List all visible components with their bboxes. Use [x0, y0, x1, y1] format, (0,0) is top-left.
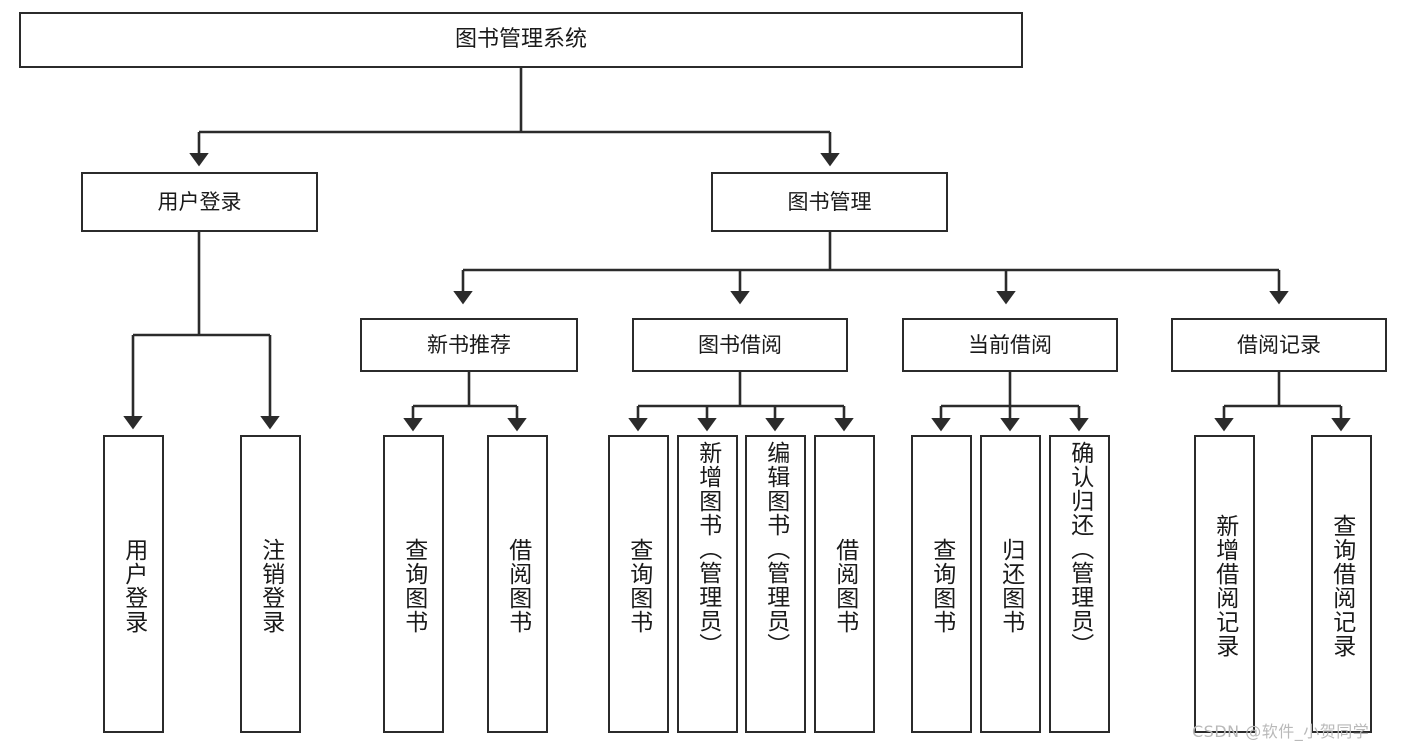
node-label: 新增借阅记录 — [1211, 514, 1238, 658]
node-label: 图书借阅 — [698, 332, 782, 357]
node-label: 借阅图书 — [831, 538, 858, 634]
node-book-borrow[interactable]: 图书借阅 — [632, 318, 848, 372]
leaf-borrow-book-recommend[interactable]: 借阅图书 — [487, 435, 548, 733]
node-label: 用户登录 — [120, 538, 147, 634]
leaf-query-book-current[interactable]: 查询图书 — [911, 435, 972, 733]
leaf-query-book-borrow[interactable]: 查询图书 — [608, 435, 669, 733]
leaf-query-book-recommend[interactable]: 查询图书 — [383, 435, 444, 733]
node-label: 编辑图书（管理员） — [762, 441, 789, 657]
node-root-system[interactable]: 图书管理系统 — [19, 12, 1023, 68]
leaf-confirm-return[interactable]: 确认归还（管理员） — [1049, 435, 1110, 733]
node-label: 新书推荐 — [427, 332, 511, 357]
node-label: 图书管理系统 — [454, 27, 587, 53]
node-label: 查询图书 — [928, 538, 955, 634]
node-label: 查询借阅记录 — [1328, 514, 1355, 658]
leaf-edit-book[interactable]: 编辑图书（管理员） — [745, 435, 806, 733]
node-book-manage[interactable]: 图书管理 — [711, 172, 948, 232]
leaf-query-borrow-record[interactable]: 查询借阅记录 — [1311, 435, 1372, 733]
leaf-user-logout[interactable]: 注销登录 — [240, 435, 301, 733]
node-label: 查询图书 — [625, 538, 652, 634]
node-borrow-record[interactable]: 借阅记录 — [1171, 318, 1387, 372]
node-label: 注销登录 — [257, 538, 284, 634]
node-label: 图书管理 — [787, 189, 872, 214]
node-label: 新增图书（管理员） — [694, 441, 721, 657]
leaf-borrow-book[interactable]: 借阅图书 — [814, 435, 875, 733]
node-label: 借阅记录 — [1237, 332, 1321, 357]
node-label: 确认归还（管理员） — [1066, 441, 1093, 657]
node-label: 用户登录 — [157, 189, 242, 214]
watermark-text: CSDN @软件_小贺同学 — [1192, 722, 1370, 741]
node-label: 查询图书 — [400, 538, 427, 634]
node-current-borrow[interactable]: 当前借阅 — [902, 318, 1118, 372]
leaf-add-book[interactable]: 新增图书（管理员） — [677, 435, 738, 733]
node-label: 归还图书 — [997, 538, 1024, 634]
leaf-add-borrow-record[interactable]: 新增借阅记录 — [1194, 435, 1255, 733]
node-label: 借阅图书 — [504, 538, 531, 634]
leaf-return-book[interactable]: 归还图书 — [980, 435, 1041, 733]
node-user-login[interactable]: 用户登录 — [81, 172, 318, 232]
node-new-book-recommend[interactable]: 新书推荐 — [360, 318, 578, 372]
leaf-user-login[interactable]: 用户登录 — [103, 435, 164, 733]
node-label: 当前借阅 — [968, 332, 1052, 357]
